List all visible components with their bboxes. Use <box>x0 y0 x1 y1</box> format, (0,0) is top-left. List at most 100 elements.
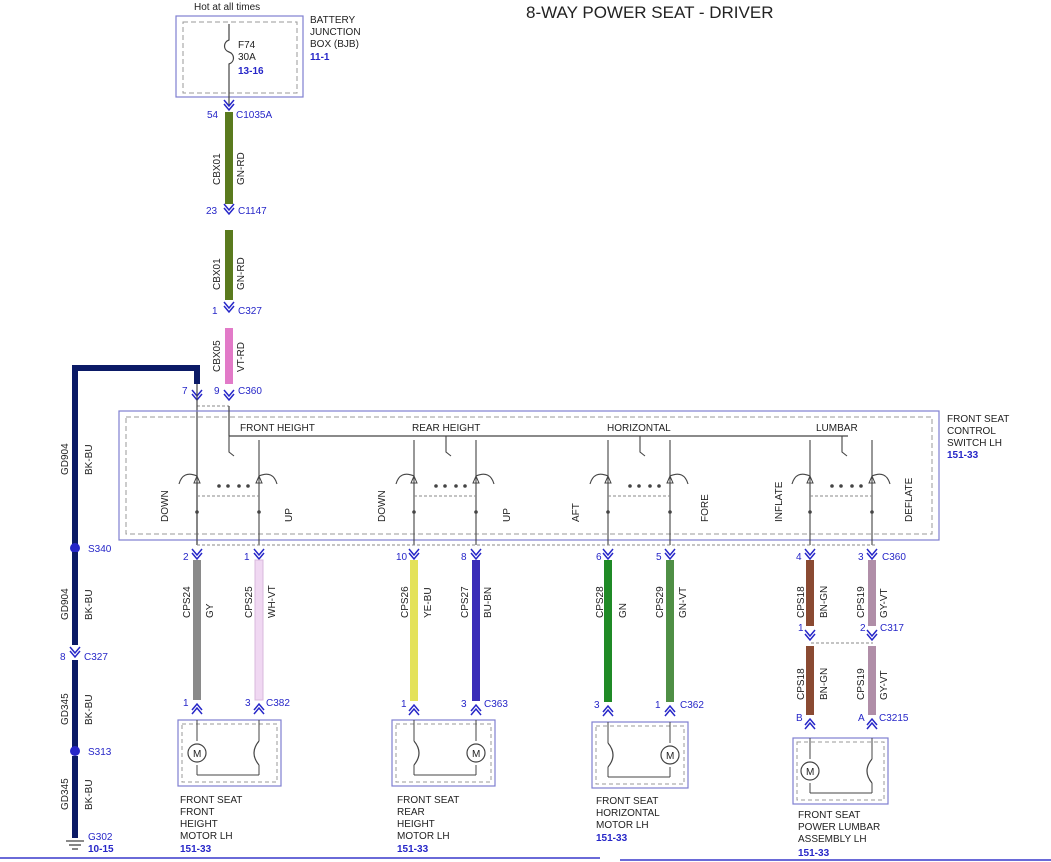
hot-at-all-times-label: Hot at all times <box>194 2 260 13</box>
output-wire-cps19-lower <box>868 646 876 715</box>
motor3-label-1: FRONT SEAT <box>596 796 658 807</box>
contact-dot <box>859 484 863 488</box>
motor1-label-4: MOTOR LH <box>180 831 233 842</box>
diagram-title: 8-WAY POWER SEAT - DRIVER <box>526 3 773 22</box>
contact-dot <box>434 484 438 488</box>
motor2-ref: 151-33 <box>397 844 429 855</box>
switch-contacts <box>178 436 891 545</box>
bjb-label-1: BATTERY <box>310 15 356 26</box>
switch-blade <box>669 473 689 485</box>
motor-circle <box>660 745 680 765</box>
output-wire-cps18-lower <box>806 646 814 715</box>
motor-1: M <box>177 719 282 787</box>
contact-dot <box>657 484 661 488</box>
out8-color: GY-VT <box>879 588 890 618</box>
wire-cbx01-lower <box>225 230 233 300</box>
out2-bottom-conn: C382 <box>266 698 290 709</box>
gd345-upper-color: BK-BU <box>84 694 95 725</box>
motor4-ref: 151-33 <box>798 848 830 859</box>
motor-inner <box>181 723 278 783</box>
wire-cbx01-upper <box>225 112 233 204</box>
output-wire-cps25 <box>254 559 264 701</box>
out3-circuit: CPS26 <box>400 586 411 618</box>
gd345-lower-color: BK-BU <box>84 779 95 810</box>
connector-c1147-symbol <box>223 203 235 216</box>
out5-color: GN <box>618 603 629 618</box>
wire-cbx01-lower-color: GN-RD <box>236 257 247 290</box>
ground-g302-label: G302 <box>88 832 113 843</box>
motor-inner <box>796 741 885 801</box>
motor-circle <box>800 761 820 781</box>
out6-top-pin: 5 <box>656 552 662 563</box>
leg-dot <box>474 510 478 514</box>
bjb-label-3: BOX (BJB) <box>310 39 359 50</box>
bjb-inner <box>182 21 298 94</box>
switch-arrow <box>193 474 201 484</box>
motor1-ref: 151-33 <box>180 844 212 855</box>
switch-group-2 <box>395 436 495 545</box>
c327-feed-pin: 1 <box>212 306 218 317</box>
switch-blade <box>395 473 415 485</box>
switch-group-3 <box>589 436 689 545</box>
leg-dot <box>257 510 261 514</box>
bjb-ref: 11-1 <box>310 52 330 63</box>
out5-top-pin: 6 <box>596 552 602 563</box>
output-connector-top <box>191 548 203 561</box>
out4-bottom-pin: 3 <box>461 699 467 710</box>
motor-limit-switch <box>866 758 873 784</box>
switch-blade <box>791 473 811 485</box>
switch-arrow <box>255 474 263 484</box>
motor4-label-2: POWER LUMBAR <box>798 822 880 833</box>
switch-common-1 <box>228 436 235 457</box>
switch-group-4 <box>791 436 891 545</box>
gd345-lower-circuit: GD345 <box>60 778 71 810</box>
leg-dot <box>606 510 610 514</box>
output-wire-cps24 <box>193 560 201 700</box>
contact-dot <box>850 484 854 488</box>
leg-dot <box>668 510 672 514</box>
pos-label-aft: AFT <box>571 503 582 522</box>
motor-symbol-label: M <box>193 749 201 760</box>
wire-cbx01-upper-color: GN-RD <box>236 152 247 185</box>
output-connector-bottom <box>253 702 265 715</box>
out8-bottom-pin: A <box>858 713 865 724</box>
out3-color: YE-BU <box>423 587 434 618</box>
output-connector-mid <box>866 629 878 642</box>
c360-feed-pin: 9 <box>214 386 220 397</box>
c327-gnd-label: C327 <box>84 652 108 663</box>
out8-circuit2: CPS19 <box>856 668 867 700</box>
gd904-upper-circuit: GD904 <box>60 443 71 475</box>
motor2-label-1: FRONT SEAT <box>397 795 459 806</box>
pos-label-down-2: DOWN <box>377 490 388 522</box>
pos-label-inflate: INFLATE <box>774 481 785 522</box>
switch-arrow <box>806 474 814 484</box>
out6-circuit: CPS29 <box>655 586 666 618</box>
motor1-label-2: FRONT <box>180 807 214 818</box>
switch-common-3 <box>639 436 646 457</box>
out6-color: GN-VT <box>678 587 689 618</box>
output-wire-cps26 <box>410 560 418 701</box>
output-wire-cps28 <box>604 560 612 702</box>
output-wire-cps27 <box>472 560 480 701</box>
out8-mid-pin: 2 <box>860 623 866 634</box>
gd345-upper-circuit: GD345 <box>60 693 71 725</box>
output-connector-top <box>470 548 482 561</box>
leg-dot <box>195 510 199 514</box>
motor-symbol-label: M <box>666 751 674 762</box>
leg-dot <box>870 510 874 514</box>
motor-outline <box>391 719 496 787</box>
motor3-ref: 151-33 <box>596 833 628 844</box>
motor1-label-3: HEIGHT <box>180 819 218 830</box>
out2-circuit: CPS25 <box>244 586 255 618</box>
section-rear-height: REAR HEIGHT <box>412 423 480 434</box>
c360-right-label: C360 <box>882 552 906 563</box>
out4-color: BU-BN <box>483 587 494 618</box>
switch-arrow <box>472 474 480 484</box>
output-connector-bottom <box>866 717 878 730</box>
c327-gnd-pin: 8 <box>60 652 66 663</box>
motor3-label-2: HORIZONTAL <box>596 808 660 819</box>
out1-top-pin: 2 <box>183 552 189 563</box>
contact-dot <box>246 484 250 488</box>
